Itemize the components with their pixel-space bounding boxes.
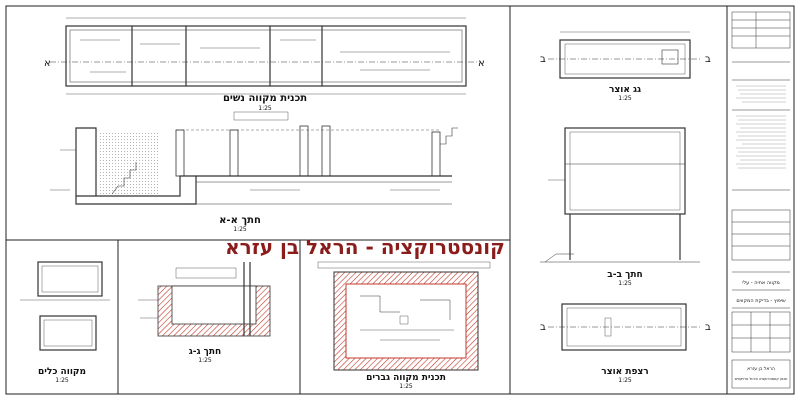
view-gg-title: גג אוצר <box>609 85 641 95</box>
section-gg-title: חתך ג-ג <box>189 347 221 357</box>
section-aa-title: חתך א-א <box>219 215 261 226</box>
title-block-designer: הראל בן עזרא <box>747 367 775 372</box>
men-pool-plan-title: תכנית מקווה גברים <box>366 373 446 383</box>
marker-a-left: א <box>44 58 51 69</box>
vessels-pool-drawing <box>20 261 110 351</box>
top-plan-drawing <box>50 17 480 95</box>
title-block <box>731 11 791 389</box>
section-bb-title: חתך ב-ב <box>607 270 642 280</box>
marker-a-right: א <box>478 58 485 69</box>
marker-b-left-2: ב <box>540 322 546 333</box>
title-block-drawing: שיפוץ - בדיקת המקווים <box>736 298 786 304</box>
floor-otsar-title: רצפת אוצר <box>601 367 648 377</box>
floor-otsar-drawing <box>548 303 700 351</box>
men-pool-plan-scale: 1:25 <box>399 383 413 390</box>
vessels-pool-scale: 1:25 <box>55 377 69 384</box>
floor-otsar-scale: 1:25 <box>618 377 632 384</box>
men-pool-plan-drawing <box>317 261 491 371</box>
view-gg-drawing <box>548 31 702 79</box>
title-block-firm: תכנון קונסטרוקציה וניהול פרויקטים <box>735 377 788 381</box>
banner-title: קונסטרוקציה - הראל בן עזרא <box>225 235 505 259</box>
section-aa-drawing <box>50 111 458 205</box>
marker-b-left-1: ב <box>540 54 546 65</box>
section-bb-drawing <box>540 127 700 263</box>
top-plan-scale: 1:25 <box>258 105 272 112</box>
vessels-pool-title: מקווה כלים <box>38 367 86 377</box>
title-block-notes <box>736 85 786 169</box>
marker-b-right-2: ב <box>705 322 711 333</box>
section-gg-drawing <box>138 262 271 337</box>
section-aa-scale: 1:25 <box>233 226 247 233</box>
top-plan-title: תכנית מקווה נשים <box>223 93 307 104</box>
title-block-project: מקווה אחיה - עלי <box>742 280 780 286</box>
view-gg-scale: 1:25 <box>618 95 632 102</box>
sheet-border <box>5 5 795 395</box>
marker-b-right-1: ב <box>705 54 711 65</box>
section-gg-scale: 1:25 <box>198 357 212 364</box>
section-bb-scale: 1:25 <box>618 280 632 287</box>
